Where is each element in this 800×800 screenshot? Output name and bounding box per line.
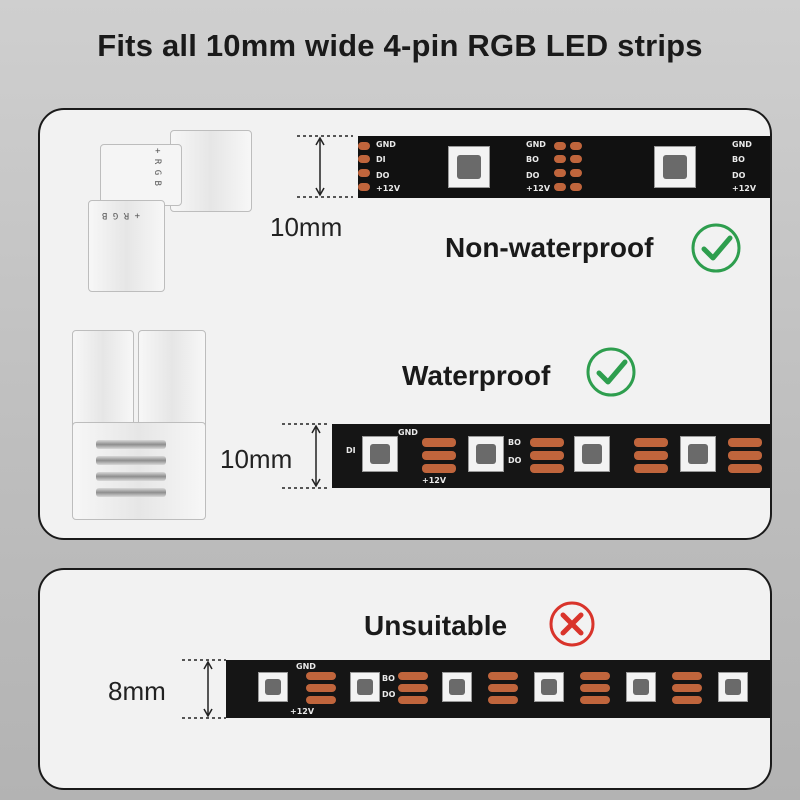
- pin-do: DO: [376, 171, 390, 180]
- width-label-8mm: 8mm: [108, 676, 166, 706]
- led-strip-waterproof: DI GND +12V BO DO: [332, 424, 770, 488]
- compatible-panel: + R G B + R G B GND DI DO +12V GND BO DO…: [38, 108, 772, 540]
- pin-gnd-w: GND: [398, 428, 418, 437]
- pin-gnd-2: GND: [526, 140, 546, 149]
- pin-do-2: DO: [526, 171, 540, 180]
- pin-do-3: DO: [732, 171, 746, 180]
- dimension-bracket-8mm: [182, 659, 226, 719]
- check-icon: [691, 223, 741, 273]
- pin-12v-2: +12V: [526, 184, 551, 193]
- pin-bo-w: BO: [508, 438, 521, 447]
- pin-do-8: DO: [382, 690, 396, 699]
- pin-12v-8: +12V: [290, 707, 315, 716]
- pin-12v-3: +12V: [732, 184, 757, 193]
- pin-di: DI: [376, 155, 386, 164]
- connector-marking: + R G B: [151, 148, 162, 186]
- pin-gnd-8: GND: [296, 662, 316, 671]
- led-strip-8mm: GND +12V BO DO: [226, 660, 770, 718]
- pin-12v: +12V: [376, 184, 401, 193]
- led-strip-non-waterproof: GND DI DO +12V GND BO DO +12V GND BO DO …: [358, 136, 770, 198]
- l-connector: + R G B + R G B: [88, 130, 260, 300]
- pin-bo-8: BO: [382, 674, 395, 683]
- pin-di-w: DI: [346, 446, 356, 455]
- dimension-bracket-top: [297, 135, 353, 198]
- pin-bo-3: BO: [732, 155, 745, 164]
- pin-gnd-3: GND: [732, 140, 752, 149]
- width-label-waterproof: 10mm: [220, 444, 293, 474]
- width-label-non-waterproof: 10mm: [270, 212, 343, 242]
- label-unsuitable: Unsuitable: [364, 610, 508, 641]
- pin-gnd: GND: [376, 140, 396, 149]
- pin-do-w: DO: [508, 456, 522, 465]
- dimension-bracket-waterproof: [282, 423, 330, 489]
- label-waterproof: Waterproof: [402, 360, 551, 391]
- pin-bo: BO: [526, 155, 539, 164]
- cross-icon: [549, 601, 595, 647]
- check-icon: [586, 347, 636, 397]
- pin-12v-w: +12V: [422, 476, 447, 485]
- connector-marking-lower: + R G B: [102, 210, 140, 220]
- straight-connector: [72, 330, 212, 520]
- label-non-waterproof: Non-waterproof: [445, 232, 654, 263]
- unsuitable-panel: Unsuitable GND +12V BO DO: [38, 568, 772, 790]
- headline: Fits all 10mm wide 4-pin RGB LED strips: [97, 28, 703, 63]
